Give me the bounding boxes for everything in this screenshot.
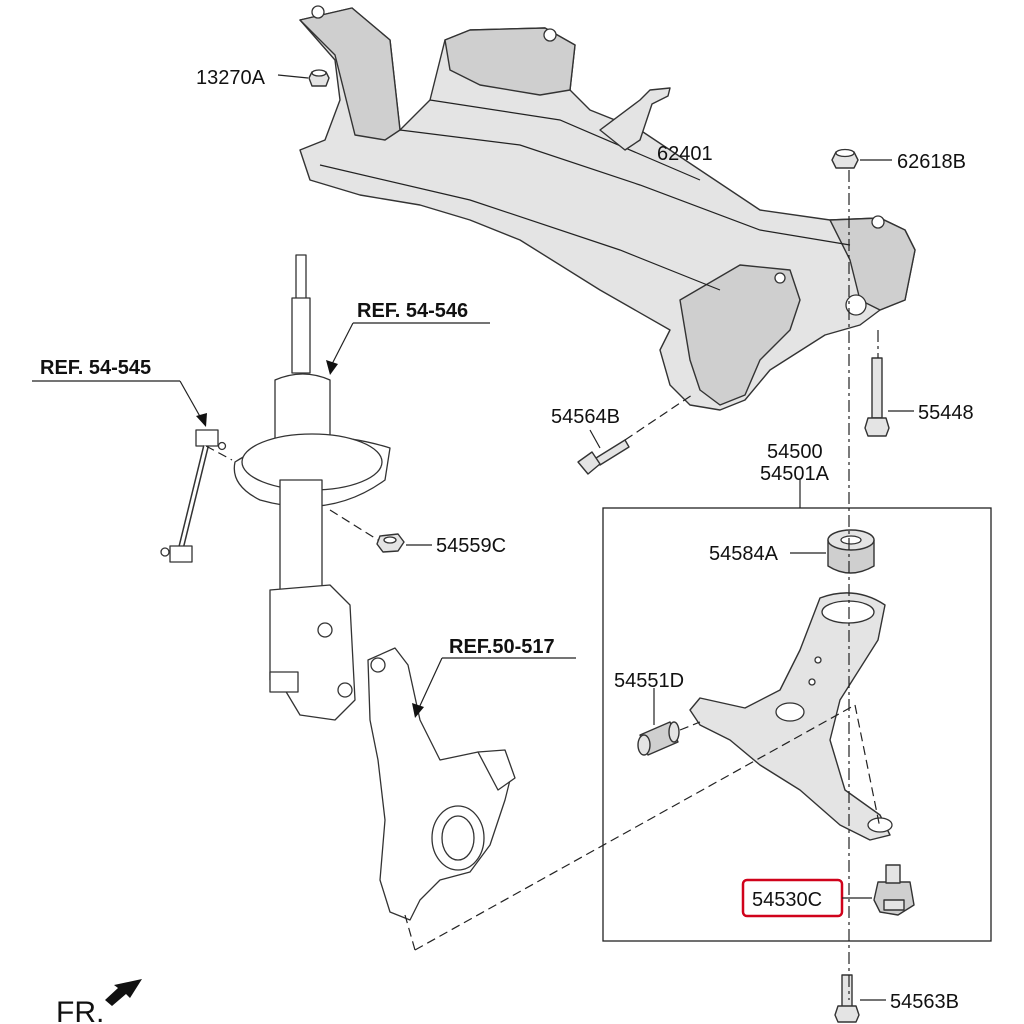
crossmember-drawing [299, 5, 916, 411]
label-54563B: 54563B [890, 991, 959, 1013]
nut-54559C-drawing [376, 533, 405, 553]
label-54501A: 54501A [760, 463, 830, 485]
label-62618B: 62618B [897, 151, 966, 173]
label-13270A: 13270A [196, 67, 266, 89]
label-54564B: 54564B [551, 406, 620, 428]
label-54559C: 54559C [436, 535, 506, 557]
label-ref-50-517: REF.50-517 [449, 636, 555, 658]
bushing-54551D-drawing [637, 721, 680, 756]
label-ref-54-546: REF. 54-546 [357, 300, 468, 322]
strut-assembly-drawing [233, 254, 391, 721]
label-54584A: 54584A [709, 543, 779, 565]
label-54551D: 54551D [614, 670, 684, 692]
label-front: FR. [56, 996, 104, 1024]
label-55448: 55448 [918, 402, 974, 424]
ball-joint-54530C-drawing [873, 864, 915, 916]
nut-13270A-drawing [308, 69, 330, 87]
bolt-54563B-drawing [834, 974, 860, 1023]
bolt-55448-drawing [864, 357, 890, 437]
nut-62618B-drawing [831, 148, 859, 169]
label-54530C: 54530C [752, 889, 822, 911]
label-ref-54-545: REF. 54-545 [40, 357, 151, 379]
bushing-54584A-drawing [827, 529, 875, 574]
bolt-54564B-drawing [577, 439, 630, 475]
stabilizer-link-drawing [160, 429, 227, 563]
label-62401: 62401 [657, 143, 713, 165]
lower-arm-assembly-box [602, 507, 992, 942]
label-54500: 54500 [767, 441, 823, 463]
steering-knuckle-drawing [367, 647, 516, 921]
lower-control-arm-drawing [689, 592, 893, 841]
front-direction-arrow-icon [105, 979, 142, 1006]
